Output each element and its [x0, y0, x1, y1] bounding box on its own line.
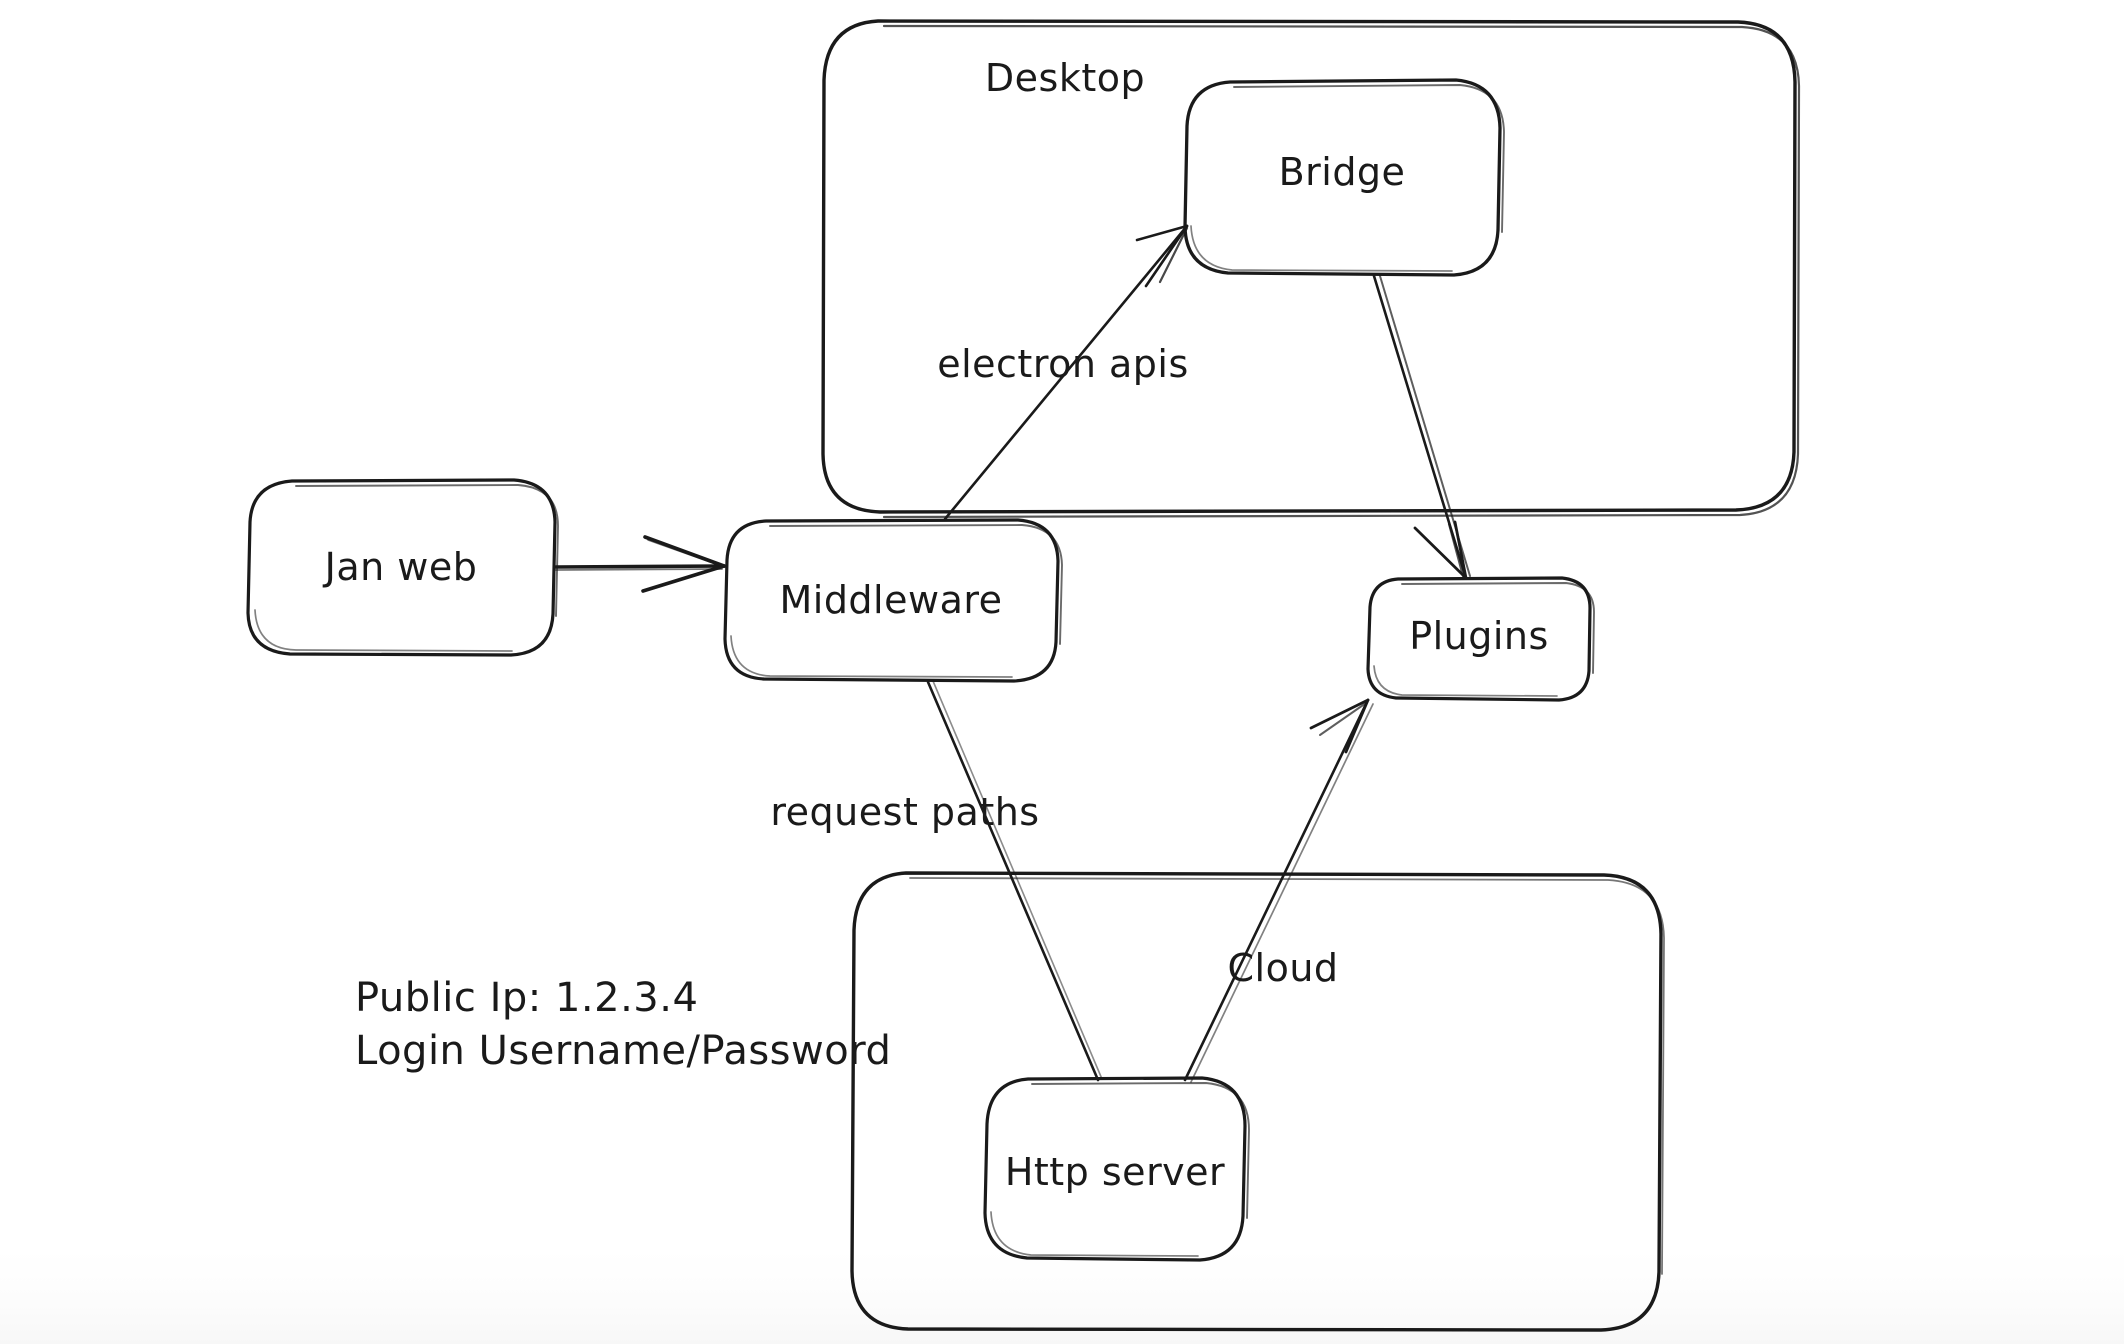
group-desktop-outline	[821, 19, 1801, 519]
node-plugins[interactable]	[1368, 578, 1590, 700]
edge-label-electron-apis: electron apis	[937, 342, 1189, 386]
edge-label-request-paths: request paths	[770, 790, 1040, 834]
group-title-desktop: Desktop	[984, 56, 1146, 100]
node-http-server-outline	[983, 1076, 1250, 1262]
edge-jan-web-to-middleware	[554, 535, 728, 593]
group-cloud[interactable]	[852, 872, 1660, 1330]
edge-middleware-to-http-server	[926, 680, 1103, 1082]
group-title-cloud: Cloud	[1227, 946, 1339, 990]
node-jan-web[interactable]	[248, 480, 555, 655]
node-middleware-outline	[723, 518, 1063, 683]
edge-middleware-to-bridge	[943, 224, 1189, 521]
node-label-bridge[interactable]: Bridge	[1278, 150, 1406, 194]
edge-http-server-to-plugins	[1183, 698, 1374, 1083]
node-label-jan-web[interactable]: Jan web	[324, 545, 478, 589]
node-http-server[interactable]	[985, 1078, 1245, 1260]
node-label-middleware[interactable]: Middleware	[779, 578, 1003, 622]
node-bridge-outline	[1183, 78, 1505, 277]
node-middleware[interactable]	[725, 520, 1058, 680]
group-cloud-outline	[850, 871, 1665, 1332]
node-bridge[interactable]	[1185, 80, 1500, 275]
note-public-ip: Public Ip: 1.2.3.4	[355, 975, 699, 1021]
note-login-credentials: Login Username/Password	[355, 1028, 892, 1074]
node-label-http-server[interactable]: Http server	[1004, 1150, 1226, 1194]
node-plugins-outline	[1366, 576, 1595, 702]
node-jan-web-outline	[246, 478, 559, 657]
edge-bridge-to-plugins	[1372, 274, 1471, 580]
node-label-plugins[interactable]: Plugins	[1409, 614, 1549, 658]
